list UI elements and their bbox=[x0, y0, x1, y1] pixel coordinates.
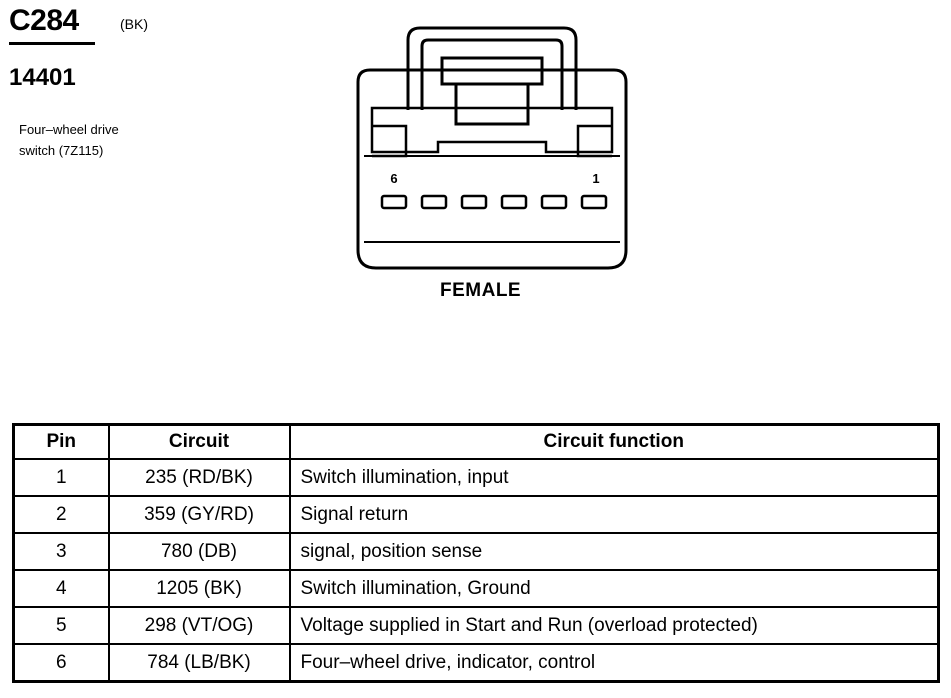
pin-slot-6 bbox=[380, 194, 408, 210]
pin-slots bbox=[380, 194, 608, 210]
cell-pin: 5 bbox=[12, 606, 110, 645]
cell-pin: 2 bbox=[12, 495, 110, 534]
pin-slot-3 bbox=[500, 194, 528, 210]
pin-slot-2 bbox=[540, 194, 568, 210]
cell-function: Signal return bbox=[288, 495, 940, 534]
cell-function: signal, position sense bbox=[288, 532, 940, 571]
cell-function: Voltage supplied in Start and Run (overl… bbox=[288, 606, 940, 645]
connector-code: C284 bbox=[9, 4, 79, 37]
cell-function: Switch illumination, input bbox=[288, 458, 940, 497]
cell-circuit: 235 (RD/BK) bbox=[107, 458, 291, 497]
cell-circuit: 298 (VT/OG) bbox=[107, 606, 291, 645]
cell-circuit: 1205 (BK) bbox=[107, 569, 291, 608]
table-row: 4 1205 (BK) Switch illumination, Ground bbox=[12, 569, 940, 608]
table-row: 1 235 (RD/BK) Switch illumination, input bbox=[12, 458, 940, 497]
table-row: 2 359 (GY/RD) Signal return bbox=[12, 495, 940, 534]
cell-pin: 6 bbox=[12, 643, 110, 683]
pinout-table: Pin Circuit Circuit function 1 235 (RD/B… bbox=[12, 423, 940, 683]
cell-circuit: 780 (DB) bbox=[107, 532, 291, 571]
part-number: 14401 bbox=[9, 64, 76, 91]
connector-description: Four–wheel drive switch (7Z115) bbox=[19, 119, 119, 161]
description-line-2: switch (7Z115) bbox=[19, 143, 104, 158]
header-pin: Pin bbox=[12, 423, 110, 460]
cell-pin: 4 bbox=[12, 569, 110, 608]
locking-latch-outer bbox=[406, 26, 578, 110]
cell-circuit: 784 (LB/BK) bbox=[107, 643, 291, 683]
latch-tab bbox=[454, 82, 530, 126]
connector-face-diagram: 6 1 bbox=[356, 26, 628, 270]
header-circuit: Circuit bbox=[107, 423, 291, 460]
connector-housing bbox=[356, 68, 628, 270]
table-row: 6 784 (LB/BK) Four–wheel drive, indicato… bbox=[12, 643, 940, 683]
cell-pin: 3 bbox=[12, 532, 110, 571]
table-row: 5 298 (VT/OG) Voltage supplied in Start … bbox=[12, 606, 940, 645]
connector-color: (BK) bbox=[120, 16, 148, 32]
cell-pin: 1 bbox=[12, 458, 110, 497]
code-underline bbox=[9, 42, 95, 45]
connector-gender: FEMALE bbox=[440, 280, 522, 301]
cell-function: Switch illumination, Ground bbox=[288, 569, 940, 608]
cell-circuit: 359 (GY/RD) bbox=[107, 495, 291, 534]
pin-label-6: 6 bbox=[390, 171, 397, 186]
inner-frame bbox=[370, 106, 614, 154]
pin-label-1: 1 bbox=[592, 171, 599, 186]
table-header-row: Pin Circuit Circuit function bbox=[12, 423, 940, 460]
pin-slot-4 bbox=[460, 194, 488, 210]
pin-slot-1 bbox=[580, 194, 608, 210]
cell-function: Four–wheel drive, indicator, control bbox=[288, 643, 940, 683]
header-circuit-function: Circuit function bbox=[288, 423, 940, 460]
locking-latch-inner bbox=[420, 38, 564, 110]
description-line-1: Four–wheel drive bbox=[19, 122, 119, 137]
table-row: 3 780 (DB) signal, position sense bbox=[12, 532, 940, 571]
pin-slot-5 bbox=[420, 194, 448, 210]
